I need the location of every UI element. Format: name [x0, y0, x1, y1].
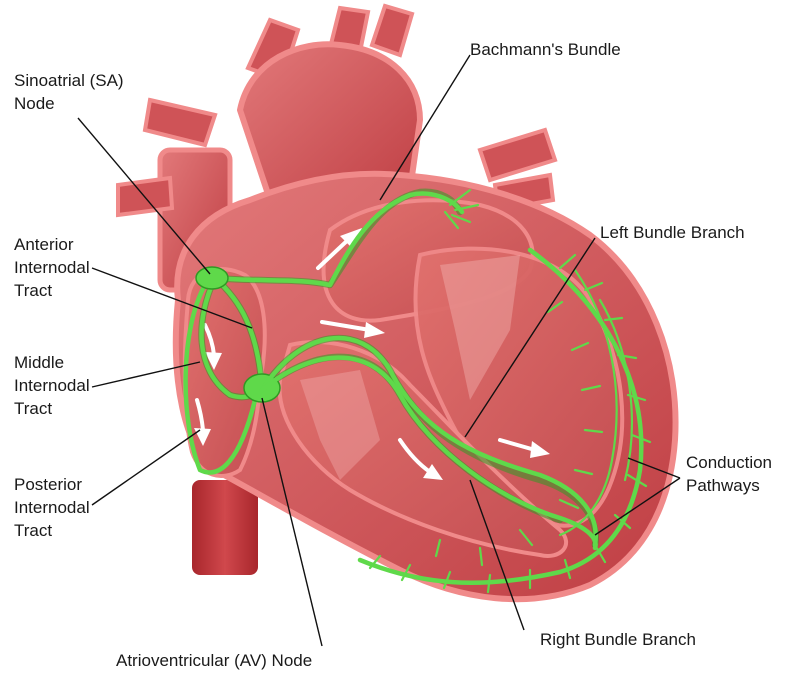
label-right-bundle: Right Bundle Branch: [540, 630, 696, 649]
purkinje-outer-wall: [357, 247, 644, 586]
label-left-bundle: Left Bundle Branch: [600, 223, 745, 242]
leader-lines: [77, 54, 681, 647]
bachmanns-bundle-path: [212, 191, 465, 288]
label-conduction: Conduction Pathways: [686, 453, 777, 495]
leader-av-node: [261, 397, 323, 647]
flow-arrow: [320, 320, 372, 332]
flow-arrow: [203, 323, 216, 357]
sa-node-marker: [195, 266, 229, 290]
leader-conduction-a: [627, 457, 681, 479]
flow-arrow: [398, 438, 432, 474]
label-anterior-tract: Anterior Internodal Tract: [14, 235, 94, 300]
leader-posterior-tract: [91, 429, 201, 506]
posterior-tract-path: [183, 282, 258, 475]
label-posterior-tract: Posterior Internodal Tract: [14, 475, 94, 540]
label-sa-node: Sinoatrial (SA) Node: [14, 71, 128, 113]
flow-arrow-head: [205, 352, 222, 370]
flow-arrow: [316, 236, 352, 270]
flow-arrow-head: [194, 428, 211, 446]
leader-middle-tract: [91, 361, 201, 388]
right-ventricle: [277, 340, 569, 558]
label-av-node: Atrioventricular (AV) Node: [116, 651, 312, 670]
inferior-vena-cava: [192, 480, 258, 575]
blood-flow-arrows: [194, 228, 550, 480]
flow-arrow: [195, 398, 205, 432]
flow-arrow: [498, 438, 537, 452]
flow-arrow-head: [423, 464, 443, 480]
mitral-valve: [440, 255, 520, 400]
tricuspid-valve: [300, 370, 380, 480]
flow-arrow-head: [364, 322, 385, 338]
labels: Sinoatrial (SA) Node Anterior Internodal…: [14, 40, 777, 670]
label-bachmann: Bachmann's Bundle: [470, 40, 621, 59]
flow-arrow-head: [340, 228, 362, 248]
leader-conduction-b: [594, 477, 681, 536]
left-bundle-branch-path: [259, 335, 598, 548]
aorta: [237, 41, 423, 213]
leader-right-bundle: [469, 479, 525, 631]
leader-bachmann: [379, 54, 471, 201]
conduction-system: [183, 188, 652, 594]
heart-illustration: [116, 3, 679, 603]
label-middle-tract: Middle Internodal Tract: [14, 353, 94, 418]
leader-sa-node: [77, 117, 211, 275]
purkinje-fibers: [368, 253, 652, 594]
leader-left-bundle: [464, 237, 596, 438]
leader-anterior-tract: [91, 267, 253, 329]
flow-arrow-head: [530, 441, 550, 458]
left-vessels: [116, 97, 218, 218]
